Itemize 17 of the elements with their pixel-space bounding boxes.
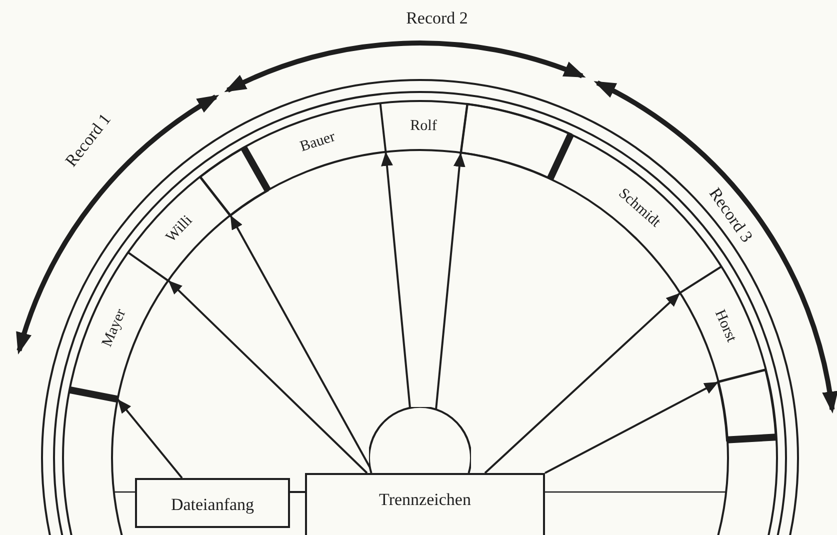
field-label: Willi bbox=[140, 188, 219, 270]
separator-mark bbox=[727, 434, 777, 444]
hub-dome bbox=[369, 407, 471, 473]
arrow bbox=[435, 152, 466, 410]
field-label: Bauer bbox=[258, 110, 376, 174]
label-box: Dateianfang bbox=[135, 478, 290, 528]
arrow bbox=[544, 381, 719, 474]
arrow bbox=[168, 280, 368, 474]
arrow bbox=[381, 152, 411, 408]
separator-mark bbox=[460, 104, 468, 153]
field-label: Rolf bbox=[388, 110, 458, 141]
record-label: Record 2 bbox=[406, 10, 468, 26]
separator-mark bbox=[379, 103, 387, 152]
arrow bbox=[484, 292, 681, 474]
field-label: Mayer bbox=[77, 268, 151, 388]
arrow bbox=[116, 398, 183, 479]
field-label: Horst bbox=[694, 279, 757, 373]
